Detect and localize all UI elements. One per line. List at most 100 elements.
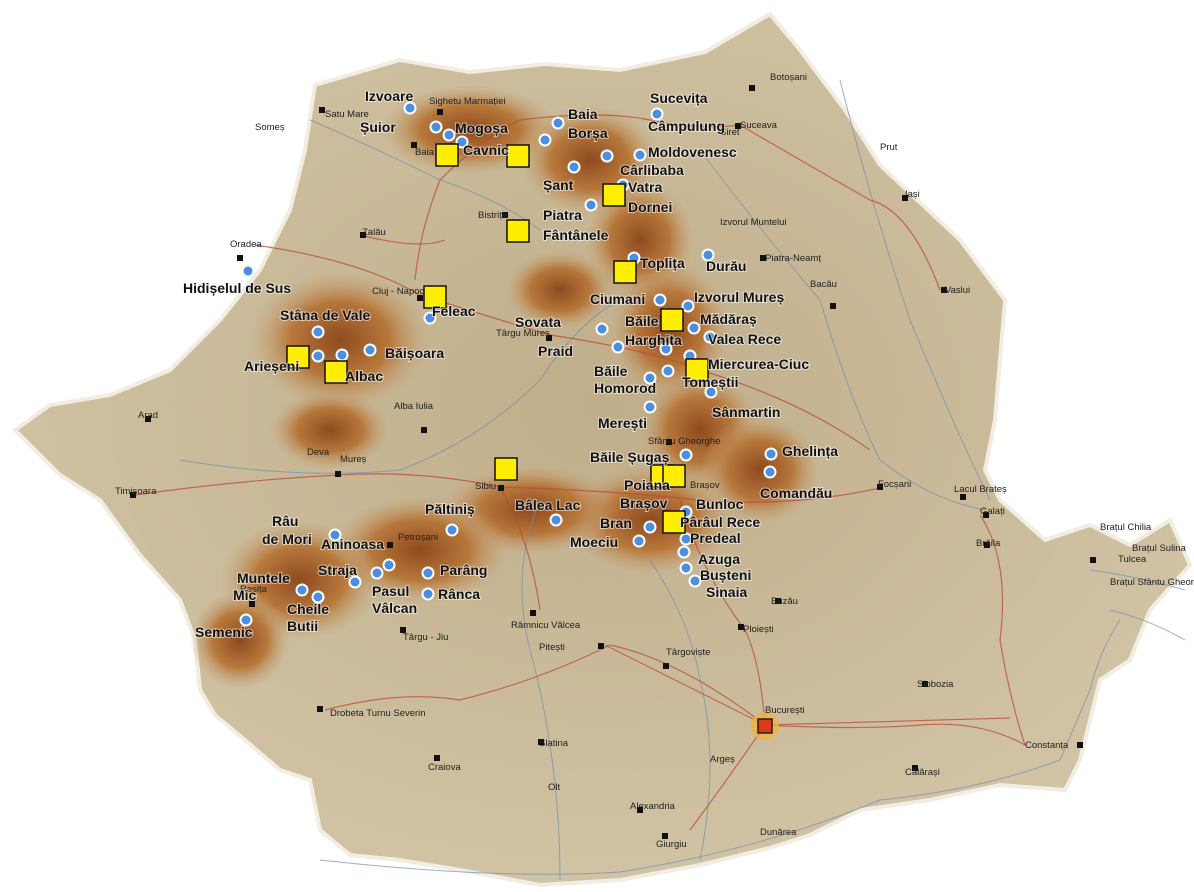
city-dot-icon [662,833,668,839]
city-label-craiova: Craiova [428,762,461,773]
resort-marker-icon[interactable] [688,574,702,588]
city-label-drobeta-turnu-severin: Drobeta Turnu Severin [330,708,426,719]
resort-marker-icon[interactable] [643,520,657,534]
square-marker-icon[interactable] [613,260,637,284]
city-label-bratul-sfantu-gheorghe: Brațul Sfântu Gheorghe [1110,577,1194,588]
resort-label-tomestii: Tomeștii [682,374,739,390]
resort-marker-icon[interactable] [370,566,384,580]
city-label-bratul-sulina: Brațul Sulina [1132,543,1187,554]
resort-marker-icon[interactable] [584,198,598,212]
resort-marker-icon[interactable] [704,385,718,399]
resort-label-paltinis: Păltiniș [425,501,475,517]
capital-label: București [765,705,805,716]
square-marker-icon[interactable] [662,464,686,488]
resort-marker-icon[interactable] [421,587,435,601]
resort-marker-icon[interactable] [764,447,778,461]
resort-marker-icon[interactable] [455,135,469,149]
city-label-targu-mures: Târgu Mureș [496,328,550,339]
resort-label-muntele: Muntele [237,570,290,586]
resort-marker-icon[interactable] [551,116,565,130]
resort-marker-icon[interactable] [421,566,435,580]
resort-marker-icon[interactable] [429,120,443,134]
resort-marker-icon[interactable] [423,311,437,325]
resort-marker-icon[interactable] [595,322,609,336]
square-marker-icon[interactable] [506,144,530,168]
city-dot-icon [912,765,918,771]
resort-marker-icon[interactable] [763,465,777,479]
resort-label-parang: Parâng [440,562,487,578]
resort-marker-icon[interactable] [650,107,664,121]
resort-label-ciumani: Ciumani [590,291,645,307]
resort-marker-icon[interactable] [600,149,614,163]
city-dot-icon [538,739,544,745]
resort-marker-icon[interactable] [567,160,581,174]
square-marker-icon[interactable] [423,285,447,309]
square-marker-icon[interactable] [662,510,686,534]
resort-marker-icon[interactable] [442,128,456,142]
resort-marker-icon[interactable] [445,523,459,537]
city-dot-icon [546,335,552,341]
resort-marker-icon[interactable] [659,342,673,356]
resort-marker-icon[interactable] [687,321,701,335]
resort-marker-icon[interactable] [681,299,695,313]
resort-marker-icon[interactable] [632,534,646,548]
resort-marker-icon[interactable] [703,330,717,344]
square-marker-icon[interactable] [494,457,518,481]
resort-marker-icon[interactable] [679,448,693,462]
square-marker-icon[interactable] [602,183,626,207]
square-marker-icon[interactable] [286,345,310,369]
resort-label-bran: Bran [600,515,632,531]
resort-label-semenic: Semenic [195,624,253,640]
city-dot-icon [922,681,928,687]
resort-marker-icon[interactable] [328,528,342,542]
resort-label-sucevita: Sucevița [650,90,708,106]
city-dot-icon [145,416,151,422]
resort-label-homorod: Homorod [594,380,656,396]
city-dot-icon [1090,557,1096,563]
square-marker-icon[interactable] [506,219,530,243]
resort-marker-icon[interactable] [311,325,325,339]
resort-marker-icon[interactable] [661,364,675,378]
resort-marker-icon[interactable] [677,545,691,559]
city-label-suceava: Suceava [740,120,778,131]
city-dot-icon [434,755,440,761]
city-dot-icon [984,542,990,548]
resort-label-toplita: Toplița [640,255,685,271]
city-label-targu-jiu: Târgu - Jiu [403,632,448,643]
city-label-piatra-neamt: Piatra-Neamț [765,253,821,264]
resort-marker-icon[interactable] [403,101,417,115]
resort-marker-icon[interactable] [363,343,377,357]
resort-label-sanmartin: Sânmartin [712,404,780,420]
resort-marker-icon[interactable] [549,513,563,527]
resort-marker-icon[interactable] [701,248,715,262]
resort-marker-icon[interactable] [348,575,362,589]
resort-marker-icon[interactable] [538,133,552,147]
resort-marker-icon[interactable] [382,558,396,572]
city-dot-icon [317,706,323,712]
resort-marker-icon[interactable] [239,613,253,627]
resort-marker-icon[interactable] [295,583,309,597]
resort-marker-icon[interactable] [335,348,349,362]
resort-marker-icon[interactable] [679,561,693,575]
capital-marker[interactable]: București [751,705,805,740]
resort-marker-icon[interactable] [653,293,667,307]
resort-marker-icon[interactable] [633,148,647,162]
resort-marker-icon[interactable] [643,371,657,385]
square-marker-icon[interactable] [685,358,709,382]
square-markers [286,143,709,534]
square-marker-icon[interactable] [660,308,684,332]
city-label-bratul-chilia: Brațul Chilia [1100,522,1152,533]
resort-marker-icon[interactable] [311,590,325,604]
city-label-alba-iulia: Alba Iulia [394,401,434,412]
city-dot-icon [760,255,766,261]
resort-marker-icon[interactable] [611,340,625,354]
resort-marker-icon[interactable] [679,532,693,546]
square-marker-icon[interactable] [324,360,348,384]
resort-marker-icon[interactable] [643,400,657,414]
resort-label-baile: Băile [625,313,659,329]
resort-marker-icon[interactable] [241,264,255,278]
resort-marker-icon[interactable] [311,349,325,363]
square-marker-icon[interactable] [435,143,459,167]
